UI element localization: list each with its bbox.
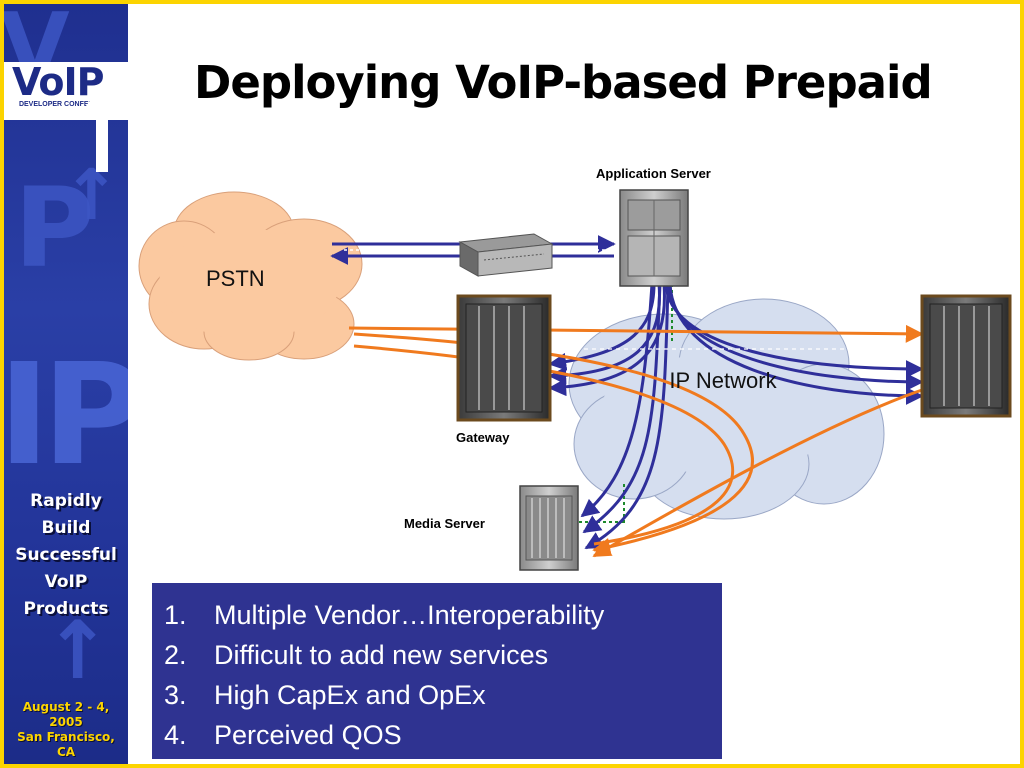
ip-network-label: IP Network bbox=[669, 368, 777, 393]
application-server-label: Application Server bbox=[596, 166, 711, 181]
media-server-device bbox=[519, 485, 579, 571]
background-letter-p2-icon: P bbox=[42, 334, 128, 497]
media-server-label: Media Server bbox=[404, 516, 485, 531]
tagline-line: VoIP bbox=[44, 572, 88, 592]
issues-list-box: 1. Multiple Vendor…Interoperability 2. Dif… bbox=[152, 583, 722, 759]
event-year: 2005 bbox=[49, 715, 83, 729]
logo-white-arrow-icon bbox=[96, 94, 108, 172]
list-item-text: High CapEx and OpEx bbox=[214, 680, 486, 710]
network-diagram bbox=[138, 189, 1012, 571]
event-info: August 2 - 4, 2005 San Francisco, CA bbox=[4, 700, 128, 760]
list-item: 4. Perceived QOS bbox=[164, 715, 712, 755]
list-item-text: Multiple Vendor…Interoperability bbox=[214, 600, 605, 630]
list-item-text: Difficult to add new services bbox=[214, 640, 549, 670]
logo-white-arrowhead-icon bbox=[86, 84, 118, 106]
page-title: Deploying VoIP-based Prepaid bbox=[194, 56, 933, 109]
gateway-label: Gateway bbox=[456, 430, 510, 445]
pstn-label: PSTN bbox=[206, 266, 265, 291]
background-arrow-icon: ↑ bbox=[62, 154, 121, 236]
background-arrow-bottom-icon: ↑ bbox=[44, 604, 112, 697]
list-item-number: 3. bbox=[164, 680, 187, 710]
list-item: 3. High CapEx and OpEx bbox=[164, 675, 712, 715]
remote-gateway-device bbox=[920, 294, 1012, 418]
list-item-number: 4. bbox=[164, 720, 187, 750]
event-city: San Francisco, bbox=[17, 730, 115, 744]
issues-list: 1. Multiple Vendor…Interoperability 2. Dif… bbox=[164, 595, 712, 755]
gateway-device bbox=[456, 294, 552, 422]
list-item-number: 2. bbox=[164, 640, 187, 670]
logo-subtitle: DEVELOPER CONFERENCE bbox=[4, 100, 128, 109]
background-letter-i-icon: I bbox=[4, 334, 51, 497]
sidebar-tagline: Rapidly Build Successful VoIP Products bbox=[4, 488, 128, 623]
background-letter-p-icon: P bbox=[14, 164, 95, 292]
slide: V ↑ P I P ↑ VoIP DEVELOPER CONFERENCE Ra… bbox=[4, 4, 1020, 764]
tagline-line: Build bbox=[41, 518, 91, 538]
list-item-number: 1. bbox=[164, 600, 187, 630]
list-item: 1. Multiple Vendor…Interoperability bbox=[164, 595, 712, 635]
event-state: CA bbox=[56, 745, 76, 759]
event-date: August 2 - 4, bbox=[22, 700, 110, 714]
tagline-line: Rapidly bbox=[30, 491, 102, 511]
tagline-line: Products bbox=[23, 599, 109, 619]
list-item: 2. Difficult to add new services bbox=[164, 635, 712, 675]
list-item-text: Perceived QOS bbox=[214, 720, 402, 750]
application-server bbox=[619, 189, 689, 287]
edge-device bbox=[458, 233, 554, 277]
tagline-line: Successful bbox=[15, 545, 117, 565]
sidebar: V ↑ P I P ↑ VoIP DEVELOPER CONFERENCE Ra… bbox=[4, 4, 128, 764]
